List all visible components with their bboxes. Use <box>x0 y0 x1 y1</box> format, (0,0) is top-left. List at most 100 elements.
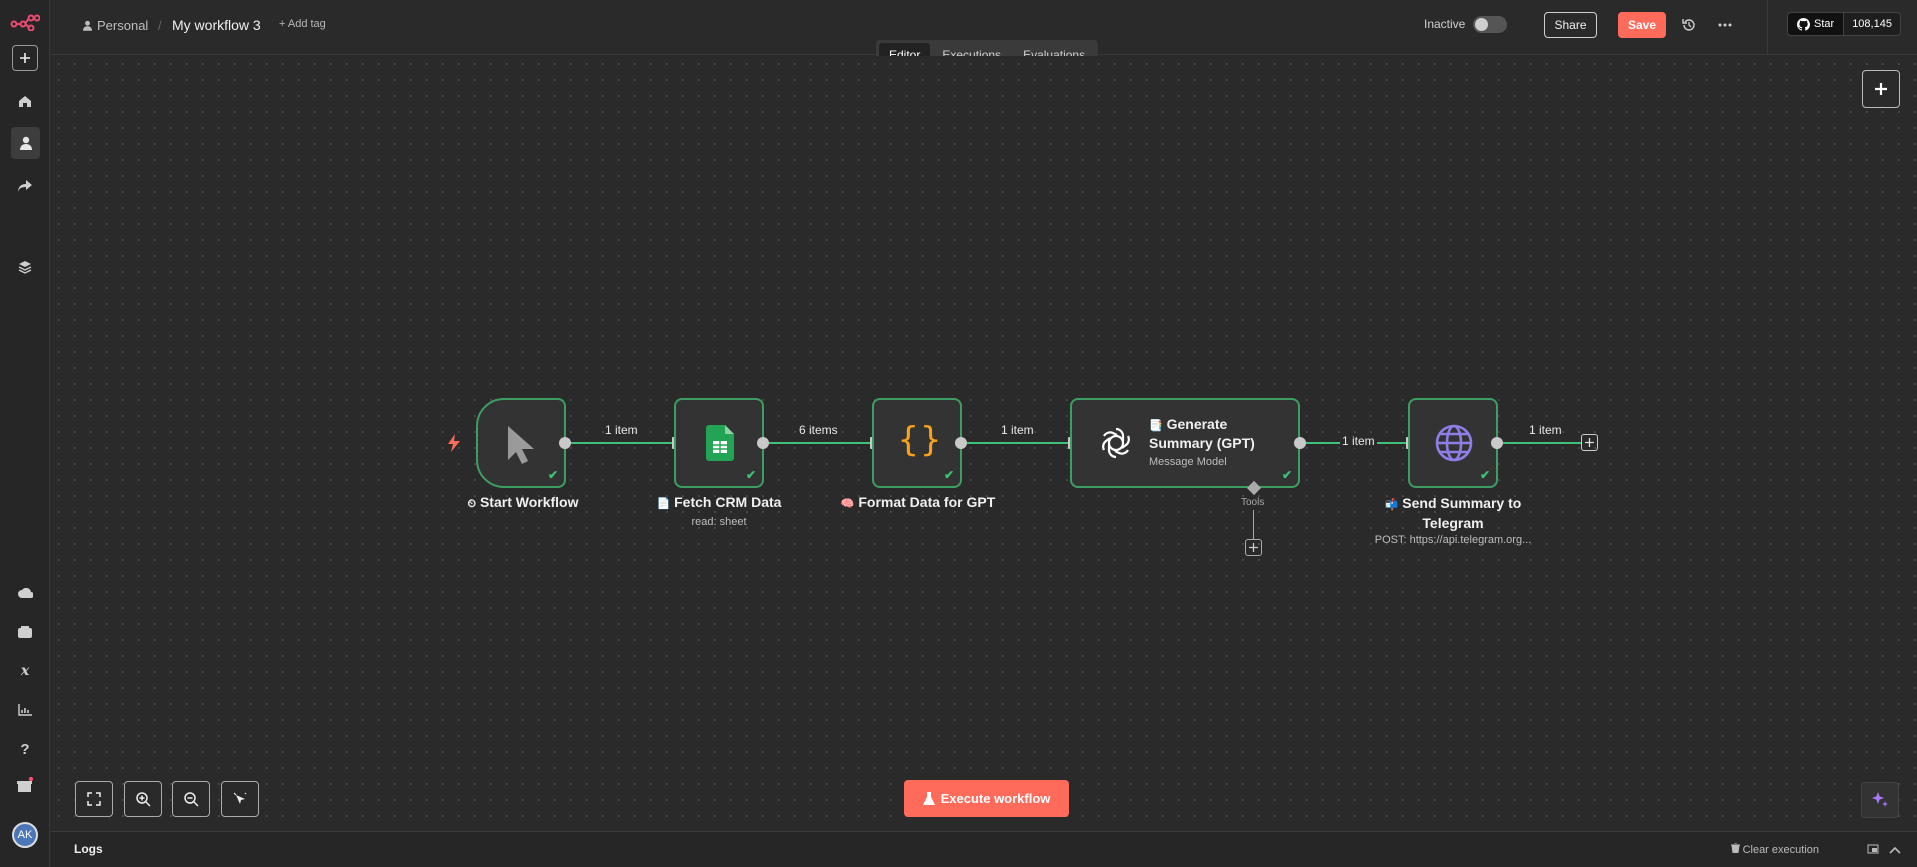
github-star-widget[interactable]: Star 108,145 <box>1787 12 1901 36</box>
add-icon[interactable] <box>12 45 38 71</box>
node-label: ⏲ Start Workflow <box>467 494 579 510</box>
toggle-knob <box>1475 18 1488 31</box>
node-label-icon: 🧠 <box>840 498 855 510</box>
success-check-icon: ✔ <box>1479 468 1490 482</box>
sidebar: x ? AK <box>0 0 50 867</box>
breadcrumb-separator: / <box>158 18 162 33</box>
add-node-button[interactable] <box>1862 70 1900 108</box>
chevron-up-icon[interactable] <box>1889 842 1901 860</box>
zoom-in-icon <box>135 791 151 807</box>
trash-icon <box>1730 842 1740 854</box>
workflow-canvas[interactable] <box>51 56 1917 831</box>
plus-icon <box>1249 543 1258 552</box>
more-options-icon[interactable] <box>1714 14 1736 36</box>
logs-panel[interactable]: Logs Clear execution <box>51 831 1917 867</box>
zoom-out-icon <box>183 791 199 807</box>
connection-edge[interactable] <box>769 442 870 444</box>
success-check-icon: ✔ <box>745 468 756 482</box>
tidy-up-button[interactable] <box>221 781 259 817</box>
zoom-in-button[interactable] <box>124 781 162 817</box>
github-star-count[interactable]: 108,145 <box>1843 13 1900 35</box>
output-port[interactable] <box>559 437 571 449</box>
add-next-node-button[interactable] <box>1581 434 1598 451</box>
status-label: Inactive <box>1424 17 1466 31</box>
node-label: 📄 Fetch CRM Data <box>656 494 782 510</box>
plus-icon <box>1875 83 1887 95</box>
help-icon[interactable]: ? <box>20 740 30 758</box>
active-toggle[interactable] <box>1473 16 1507 33</box>
code-braces-icon: {} <box>898 420 943 460</box>
node-send-summary-to-telegram[interactable]: ✔ <box>1408 398 1498 488</box>
node-inline-title: 📑 Generate Summary (GPT) <box>1149 416 1255 451</box>
edge-item-count: 6 items <box>799 423 838 437</box>
node-label: 🧠 Format Data for GPT <box>840 494 996 510</box>
avatar[interactable]: AK <box>12 822 38 848</box>
success-check-icon: ✔ <box>547 468 558 482</box>
node-subtitle: Message Model <box>1149 456 1227 468</box>
connection-edge[interactable] <box>571 442 672 444</box>
fit-view-button[interactable] <box>75 781 113 817</box>
edge-item-count: 1 item <box>1529 423 1562 437</box>
output-port[interactable] <box>955 437 967 449</box>
node-fetch-crm-data[interactable]: ✔ <box>674 398 764 488</box>
node-format-data-for-gpt[interactable]: {} ✔ <box>872 398 962 488</box>
popout-icon[interactable] <box>1867 842 1879 860</box>
github-icon <box>1797 17 1810 31</box>
edge-item-count: 1 item <box>1340 434 1377 448</box>
user-icon <box>83 20 92 31</box>
variables-icon[interactable]: x <box>20 663 30 679</box>
workflow-title[interactable]: My workflow 3 <box>172 17 261 33</box>
share-button[interactable]: Share <box>1544 12 1597 38</box>
breadcrumb-project[interactable]: Personal <box>83 18 148 33</box>
output-port[interactable] <box>1491 437 1503 449</box>
layers-icon[interactable] <box>12 254 38 280</box>
tools-label: Tools <box>1241 497 1265 508</box>
gift-icon[interactable] <box>12 772 38 798</box>
plus-icon <box>1585 438 1594 447</box>
user-icon[interactable] <box>11 127 40 159</box>
save-button[interactable]: Save <box>1618 12 1666 38</box>
connection-edge[interactable] <box>1503 442 1581 444</box>
success-check-icon: ✔ <box>1281 468 1292 482</box>
edge-item-count: 1 item <box>1001 423 1034 437</box>
connection-edge[interactable] <box>967 442 1070 444</box>
add-tag-link[interactable]: + Add tag <box>279 18 326 30</box>
node-label: 📬 Send Summary to Telegram <box>1384 495 1522 531</box>
home-icon[interactable] <box>12 88 38 114</box>
wand-cursor-icon <box>233 792 246 804</box>
insights-icon[interactable] <box>12 697 38 723</box>
history-icon[interactable] <box>1678 14 1700 36</box>
logs-title: Logs <box>74 842 103 856</box>
node-generate-summary-gpt[interactable]: 📑 Generate Summary (GPT) Message Model ✔ <box>1070 398 1300 488</box>
google-sheets-icon <box>706 425 734 466</box>
zoom-out-button[interactable] <box>172 781 210 817</box>
node-label-icon: 📑 <box>1149 420 1163 432</box>
clear-execution-button[interactable]: Clear execution <box>1730 842 1819 856</box>
openai-icon <box>1098 425 1134 466</box>
cursor-icon <box>506 424 536 469</box>
edge-item-count: 1 item <box>605 423 638 437</box>
node-subtitle: POST: https://api.telegram.org... <box>1374 534 1532 546</box>
add-tool-button[interactable] <box>1245 539 1262 556</box>
cloud-icon[interactable] <box>12 580 38 606</box>
share-arrow-icon[interactable] <box>12 173 38 199</box>
node-start-workflow[interactable]: ✔ <box>476 398 566 488</box>
n8n-logo-icon[interactable] <box>10 9 40 35</box>
success-check-icon: ✔ <box>943 468 954 482</box>
header-divider <box>1767 0 1768 55</box>
github-star-button[interactable]: Star <box>1788 13 1844 35</box>
fullscreen-icon <box>87 792 101 806</box>
github-star-label: Star <box>1814 18 1835 30</box>
node-label-icon: 📬 <box>1384 499 1399 511</box>
execute-workflow-button[interactable]: Execute workflow <box>904 780 1069 817</box>
trigger-lightning-icon <box>448 434 460 457</box>
ai-assistant-button[interactable] <box>1861 782 1899 818</box>
templates-icon[interactable] <box>12 619 38 645</box>
node-subtitle: read: sheet <box>691 516 747 528</box>
breadcrumb-project-label: Personal <box>97 18 149 33</box>
output-port[interactable] <box>757 437 769 449</box>
sparkle-icon <box>1872 792 1888 807</box>
execute-workflow-label: Execute workflow <box>940 791 1051 806</box>
output-port[interactable] <box>1294 437 1306 449</box>
